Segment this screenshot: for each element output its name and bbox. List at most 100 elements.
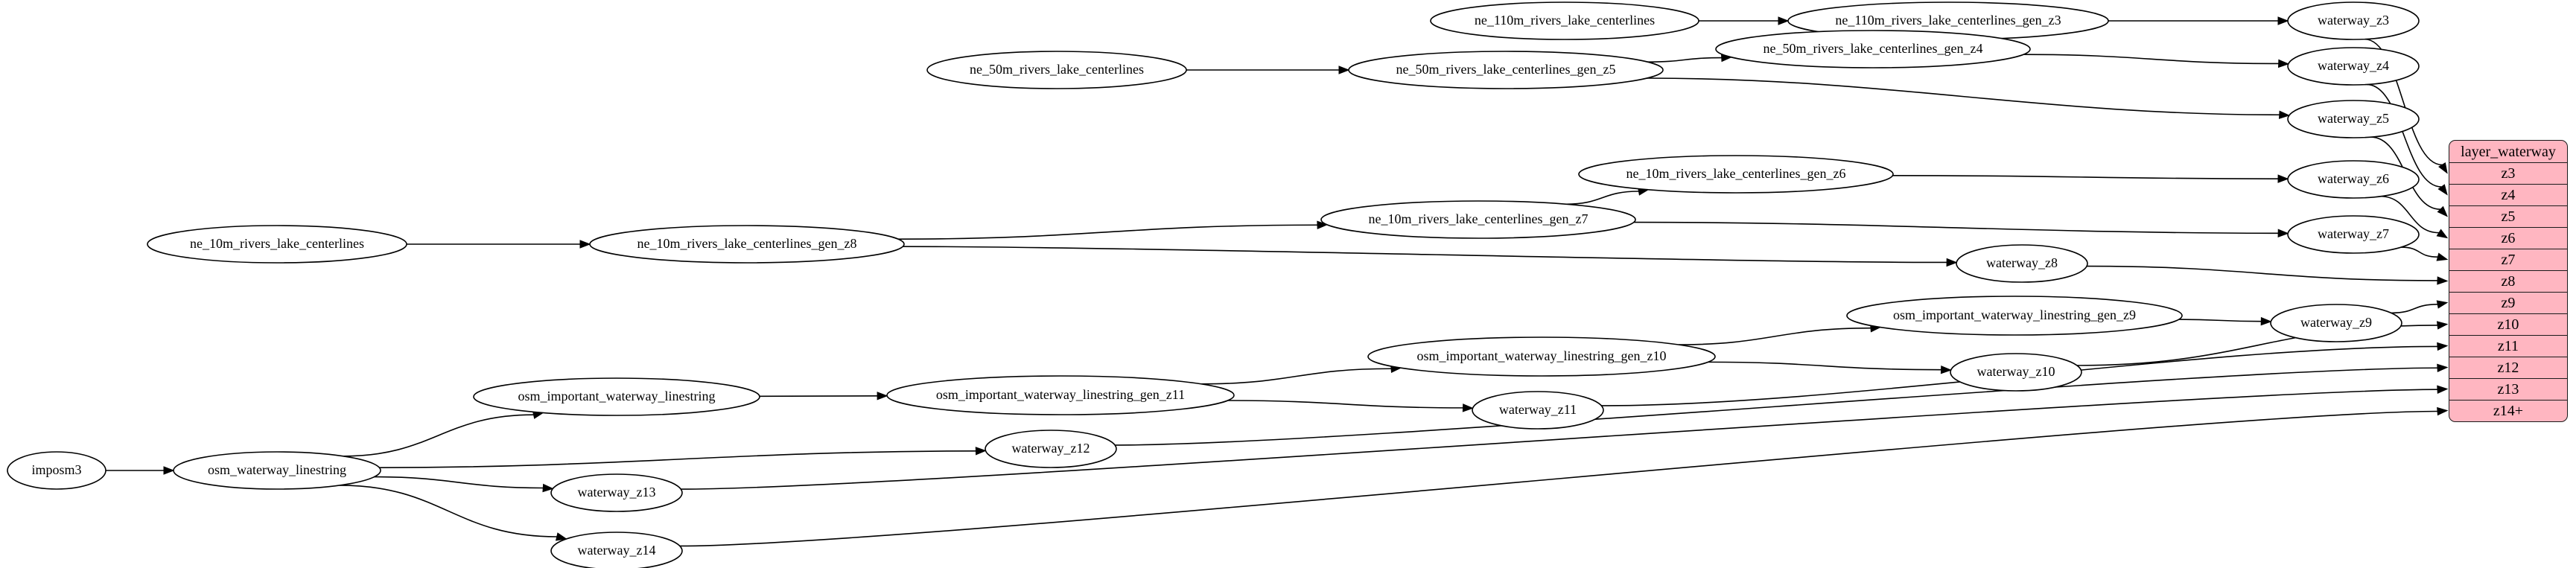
node-label: waterway_z5 [2318,111,2389,126]
node-label: waterway_z10 [1977,364,2055,379]
node-label: waterway_z6 [2318,171,2389,186]
arrow-head-icon [2436,321,2449,330]
arrow-head-icon [975,447,987,456]
node-shape [589,225,905,264]
arrow-head-icon [2278,110,2291,119]
edge-ne_50m_rivers_lake_centerlines_gen_z5-to-waterway_z5 [1647,77,2280,116]
node-osm_important_waterway_linestring[interactable]: osm_important_waterway_linestring [473,377,760,416]
node-label: ne_10m_rivers_lake_centerlines_gen_z8 [637,236,857,251]
node-shape [1715,30,2031,68]
node-ne_50m_rivers_lake_centerlines[interactable]: ne_50m_rivers_lake_centerlines [926,51,1187,89]
node-label: waterway_z11 [1499,402,1577,417]
node-waterway_z11[interactable]: waterway_z11 [1472,391,1604,430]
node-label: ne_110m_rivers_lake_centerlines_gen_z3 [1835,13,2061,28]
layer-table-row-z10[interactable]: z10 [2449,313,2567,335]
node-waterway_z14[interactable]: waterway_z14 [550,532,683,568]
edge-ne_10m_rivers_lake_centerlines_gen_z7-to-waterway_z7 [1633,221,2279,234]
node-shape [2287,215,2420,254]
node-ne_50m_rivers_lake_centerlines_gen_z5[interactable]: ne_50m_rivers_lake_centerlines_gen_z5 [1348,51,1664,89]
node-label: ne_50m_rivers_lake_centerlines_gen_z5 [1396,62,1616,77]
node-osm_important_waterway_linestring_gen_z11[interactable]: osm_important_waterway_linestring_gen_z1… [886,375,1235,415]
arrow-head-icon [2260,316,2272,326]
arrow-head-icon [1778,16,1790,25]
node-ne_10m_rivers_lake_centerlines_gen_z7[interactable]: ne_10m_rivers_lake_centerlines_gen_z7 [1320,200,1636,239]
layer-table-row-z13[interactable]: z13 [2449,378,2567,400]
edge-osm_important_waterway_linestring_gen_z11-to-osm_important_waterway_linestring_gen_z10 [1200,368,1392,385]
node-ne_50m_rivers_lake_centerlines_gen_z4[interactable]: ne_50m_rivers_lake_centerlines_gen_z4 [1715,30,2031,68]
node-ne_110m_rivers_lake_centerlines[interactable]: ne_110m_rivers_lake_centerlines [1430,1,1699,40]
layer-table-row-z14+[interactable]: z14+ [2449,400,2567,421]
edge-osm_important_waterway_linestring_gen_z10-to-waterway_z10 [1708,361,1941,371]
edge-waterway_z4-to-layer_waterway_z4 [2366,83,2442,188]
node-shape [1846,296,2183,336]
arrow-head-icon [2277,59,2290,68]
layer-table-row-z12[interactable]: z12 [2449,357,2567,378]
layer-table-row-z8[interactable]: z8 [2449,270,2567,292]
node-shape [1578,155,1894,194]
node-waterway_z7[interactable]: waterway_z7 [2287,215,2420,254]
edge-waterway_z9-to-layer_waterway_z9 [2391,304,2438,314]
node-osm_waterway_linestring[interactable]: osm_waterway_linestring [173,451,381,490]
edge-waterway_z8-to-layer_waterway_z8 [2087,265,2438,281]
node-waterway_z10[interactable]: waterway_z10 [1950,353,2082,392]
node-ne_10m_rivers_lake_centerlines_gen_z8[interactable]: ne_10m_rivers_lake_centerlines_gen_z8 [589,225,905,264]
node-waterway_z5[interactable]: waterway_z5 [2287,100,2420,138]
edge-ne_50m_rivers_lake_centerlines_gen_z5-to-ne_50m_rivers_lake_centerlines_gen_z4 [1647,57,1722,63]
arrow-head-icon [2277,229,2289,238]
node-osm_important_waterway_linestring_gen_z9[interactable]: osm_important_waterway_linestring_gen_z9 [1846,296,2183,336]
node-label: osm_important_waterway_linestring_gen_z1… [1417,348,1667,363]
arrow-head-icon [2437,363,2449,373]
arrow-head-icon [2437,184,2448,196]
node-shape [1956,244,2088,283]
arrow-head-icon [555,532,567,541]
node-waterway_z8[interactable]: waterway_z8 [1956,244,2088,283]
node-label: waterway_z14 [578,543,656,558]
node-shape [473,377,760,416]
layer-table-row-z4[interactable]: z4 [2449,184,2567,205]
node-shape [1367,336,1716,377]
layer-table-row-z3[interactable]: z3 [2449,162,2567,184]
arrow-head-icon [2437,406,2449,416]
layer-table-row-z6[interactable]: z6 [2449,227,2567,249]
edge-ne_10m_rivers_lake_centerlines_gen_z7-to-ne_10m_rivers_lake_centerlines_gen_z6 [1565,191,1639,205]
node-shape [7,451,106,490]
node-label: osm_important_waterway_linestring [518,389,716,403]
edges-layer [105,16,2449,547]
arrow-head-icon [2277,16,2289,25]
node-waterway_z13[interactable]: waterway_z13 [550,473,683,512]
node-waterway_z3[interactable]: waterway_z3 [2287,1,2420,40]
edge-osm_waterway_linestring-to-waterway_z14 [340,485,557,537]
arrow-head-icon [1317,220,1329,229]
node-waterway_z4[interactable]: waterway_z4 [2287,47,2420,86]
node-shape [2287,47,2420,86]
node-shape [1472,391,1604,430]
node-shape [550,473,683,512]
edge-ne_10m_rivers_lake_centerlines_gen_z8-to-ne_10m_rivers_lake_centerlines_gen_z7 [897,224,1318,240]
arrow-head-icon [2277,174,2289,183]
node-waterway_z9[interactable]: waterway_z9 [2270,304,2402,342]
node-label: osm_important_waterway_linestring_gen_z9 [1893,307,2136,322]
node-imposm3[interactable]: imposm3 [7,451,106,490]
layer-table-row-z7[interactable]: z7 [2449,249,2567,270]
node-ne_10m_rivers_lake_centerlines_gen_z6[interactable]: ne_10m_rivers_lake_centerlines_gen_z6 [1578,155,1894,194]
edge-osm_important_waterway_linestring_gen_z11-to-waterway_z11 [1227,400,1463,409]
arrow-head-icon [1462,403,1474,412]
node-waterway_z6[interactable]: waterway_z6 [2287,160,2420,199]
node-shape [1348,51,1664,89]
layer-table-row-z11[interactable]: z11 [2449,335,2567,357]
node-waterway_z12[interactable]: waterway_z12 [985,430,1117,468]
node-osm_important_waterway_linestring_gen_z10[interactable]: osm_important_waterway_linestring_gen_z1… [1367,336,1716,377]
node-shape [1950,353,2082,392]
node-shape [985,430,1117,468]
arrow-head-icon [2437,276,2449,285]
node-label: imposm3 [31,462,81,477]
node-shape [2287,160,2420,199]
arrow-head-icon [2437,385,2449,394]
arrow-head-icon [2437,205,2448,217]
node-label: osm_important_waterway_linestring_gen_z1… [936,387,1185,402]
layer-table-row-z9[interactable]: z9 [2449,292,2567,313]
layer-table-row-z5[interactable]: z5 [2449,205,2567,227]
node-ne_10m_rivers_lake_centerlines[interactable]: ne_10m_rivers_lake_centerlines [147,225,407,264]
